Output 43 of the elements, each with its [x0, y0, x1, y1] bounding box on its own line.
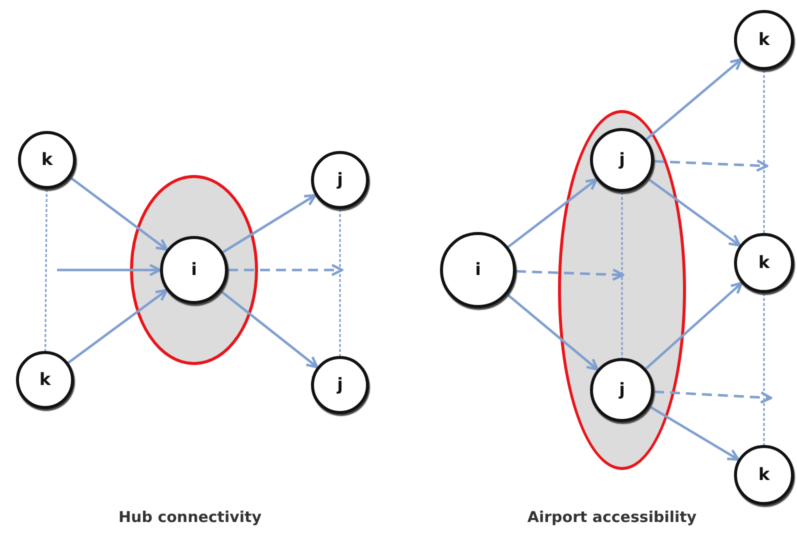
arrow [68, 288, 168, 364]
node-circle [590, 358, 654, 422]
node-circle [590, 128, 654, 192]
diagram-caption: Hub connectivity [118, 508, 262, 526]
arrow [57, 264, 162, 276]
node-label: j [619, 380, 625, 400]
arrow [220, 290, 318, 368]
node-circle [734, 10, 794, 70]
node-circle [16, 351, 74, 409]
connector-line [44, 189, 48, 351]
arrow [654, 390, 772, 404]
diagram-caption: Airport accessibility [527, 508, 697, 526]
arrow [228, 264, 344, 276]
arrow [516, 268, 624, 281]
arrow [69, 176, 168, 251]
arrow [645, 282, 743, 370]
node-circle [311, 151, 369, 209]
node-label: k [39, 370, 51, 390]
arrow [647, 178, 741, 247]
connector-line [621, 192, 623, 358]
node-label: k [758, 465, 770, 485]
node-circle [734, 233, 794, 293]
node-label: j [337, 170, 343, 190]
arrow [222, 194, 317, 254]
connector-line [339, 209, 341, 356]
node-label: k [41, 150, 53, 170]
arrow [506, 293, 599, 371]
node-label: k [758, 253, 770, 273]
connector-line [763, 293, 765, 445]
arrow [507, 178, 598, 248]
node-label: i [475, 260, 481, 280]
connector-line [763, 70, 765, 233]
node-circle [160, 236, 228, 304]
node-label: i [191, 260, 197, 280]
node-circle [18, 131, 76, 189]
node-label: k [758, 30, 770, 50]
node-circle [734, 445, 794, 505]
arrow [648, 405, 740, 461]
node-circle [311, 356, 369, 414]
node-label: j [337, 375, 343, 395]
arrow [654, 159, 768, 172]
node-label: j [619, 150, 625, 170]
arrow [646, 58, 742, 140]
